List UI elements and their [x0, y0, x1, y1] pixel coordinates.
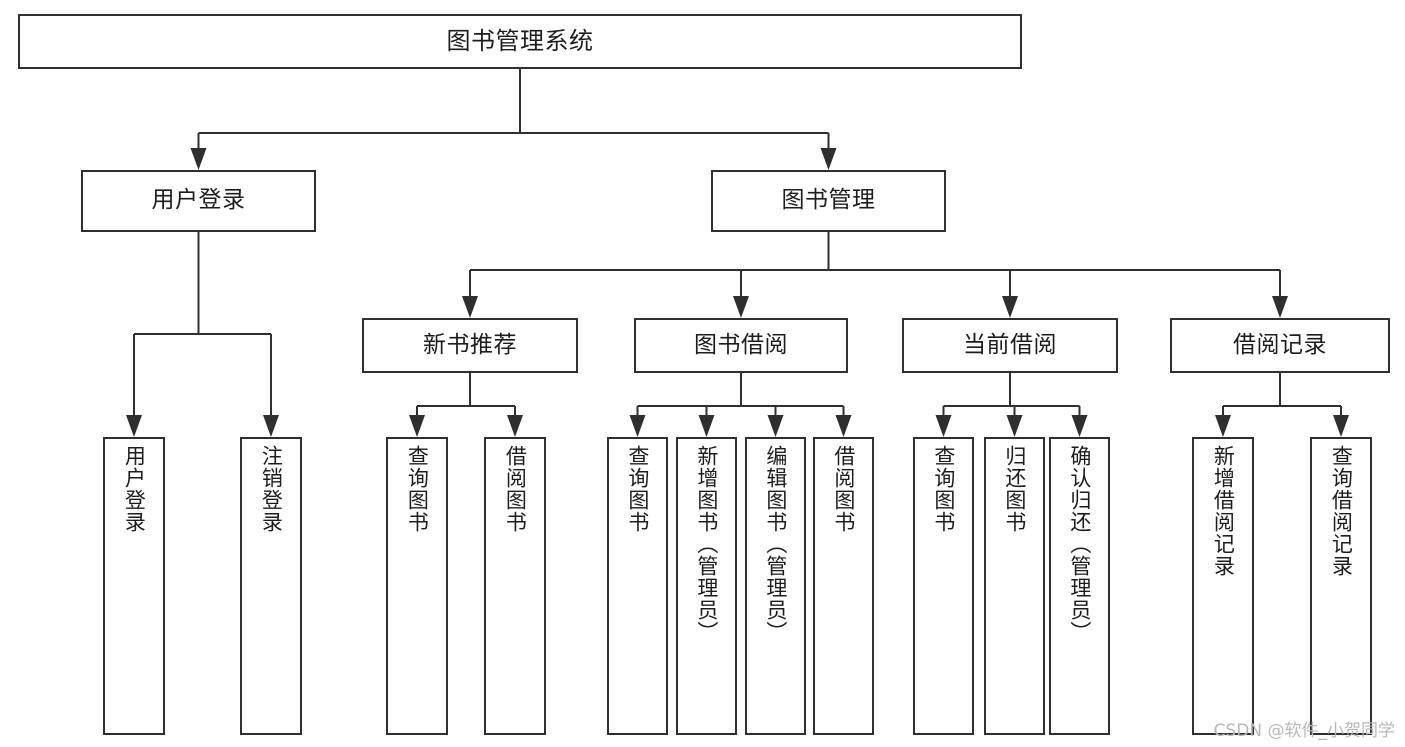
node-label: 查询借阅记录 [1329, 445, 1354, 577]
node-label: 查询图书 [931, 445, 956, 533]
node-book-manage[interactable]: 图书管理 [711, 170, 946, 232]
node-label: 新书推荐 [423, 331, 517, 358]
node-book-borrow[interactable]: 图书借阅 [634, 318, 848, 373]
node-label: 归还图书 [1002, 445, 1027, 533]
node-leaf-borrow-book-1[interactable]: 借阅图书 [484, 437, 546, 735]
node-label: 查询图书 [405, 445, 430, 533]
node-label: 注销登录 [259, 445, 284, 533]
node-leaf-logout[interactable]: 注销登录 [240, 437, 302, 735]
node-label: 新增图书（管理员） [694, 445, 719, 643]
node-label: 新增借阅记录 [1211, 445, 1236, 577]
node-label: 图书管理系统 [446, 27, 594, 56]
node-leaf-query-book-1[interactable]: 查询图书 [386, 437, 448, 735]
node-leaf-edit-book[interactable]: 编辑图书（管理员） [745, 437, 806, 735]
node-label: 查询图书 [625, 445, 650, 533]
node-label: 图书管理 [781, 187, 876, 214]
node-leaf-borrow-book-2[interactable]: 借阅图书 [813, 437, 874, 735]
node-label: 图书借阅 [694, 331, 788, 358]
node-label: 当前借阅 [963, 331, 1057, 358]
node-label: 确认归还（管理员） [1067, 445, 1092, 643]
node-leaf-query-book-3[interactable]: 查询图书 [913, 437, 974, 735]
node-user-login[interactable]: 用户登录 [81, 170, 316, 232]
node-leaf-query-book-2[interactable]: 查询图书 [607, 437, 668, 735]
node-leaf-add-book[interactable]: 新增图书（管理员） [676, 437, 737, 735]
node-new-book-rec[interactable]: 新书推荐 [362, 318, 578, 373]
node-label: 借阅图书 [831, 445, 856, 533]
node-root[interactable]: 图书管理系统 [18, 14, 1022, 69]
node-label: 借阅图书 [503, 445, 528, 533]
node-label: 用户登录 [122, 445, 147, 533]
node-borrow-record[interactable]: 借阅记录 [1170, 318, 1390, 373]
watermark: CSDN @软件_小贺同学 [1213, 721, 1395, 741]
node-label: 编辑图书（管理员） [763, 445, 788, 643]
node-leaf-user-login[interactable]: 用户登录 [103, 437, 165, 735]
node-current-borrow[interactable]: 当前借阅 [902, 318, 1118, 373]
node-leaf-add-record[interactable]: 新增借阅记录 [1192, 437, 1254, 735]
node-leaf-query-record[interactable]: 查询借阅记录 [1310, 437, 1372, 735]
node-leaf-return-book[interactable]: 归还图书 [984, 437, 1045, 735]
node-leaf-confirm-return[interactable]: 确认归还（管理员） [1049, 437, 1110, 735]
node-label: 借阅记录 [1233, 331, 1327, 358]
node-label: 用户登录 [151, 187, 246, 214]
